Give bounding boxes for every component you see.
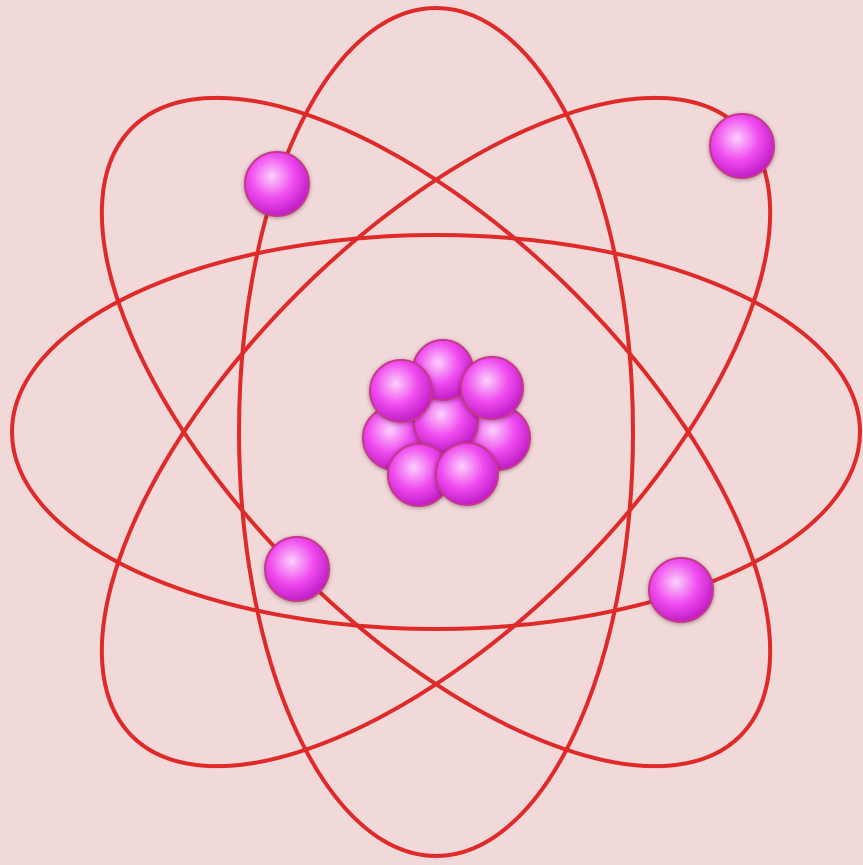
- electron: [710, 114, 774, 178]
- nucleus-particle: [461, 357, 523, 419]
- electron: [245, 152, 309, 216]
- electron: [265, 537, 329, 601]
- nucleus-particle: [370, 360, 432, 422]
- electron: [649, 558, 713, 622]
- nucleus-particle: [436, 443, 498, 505]
